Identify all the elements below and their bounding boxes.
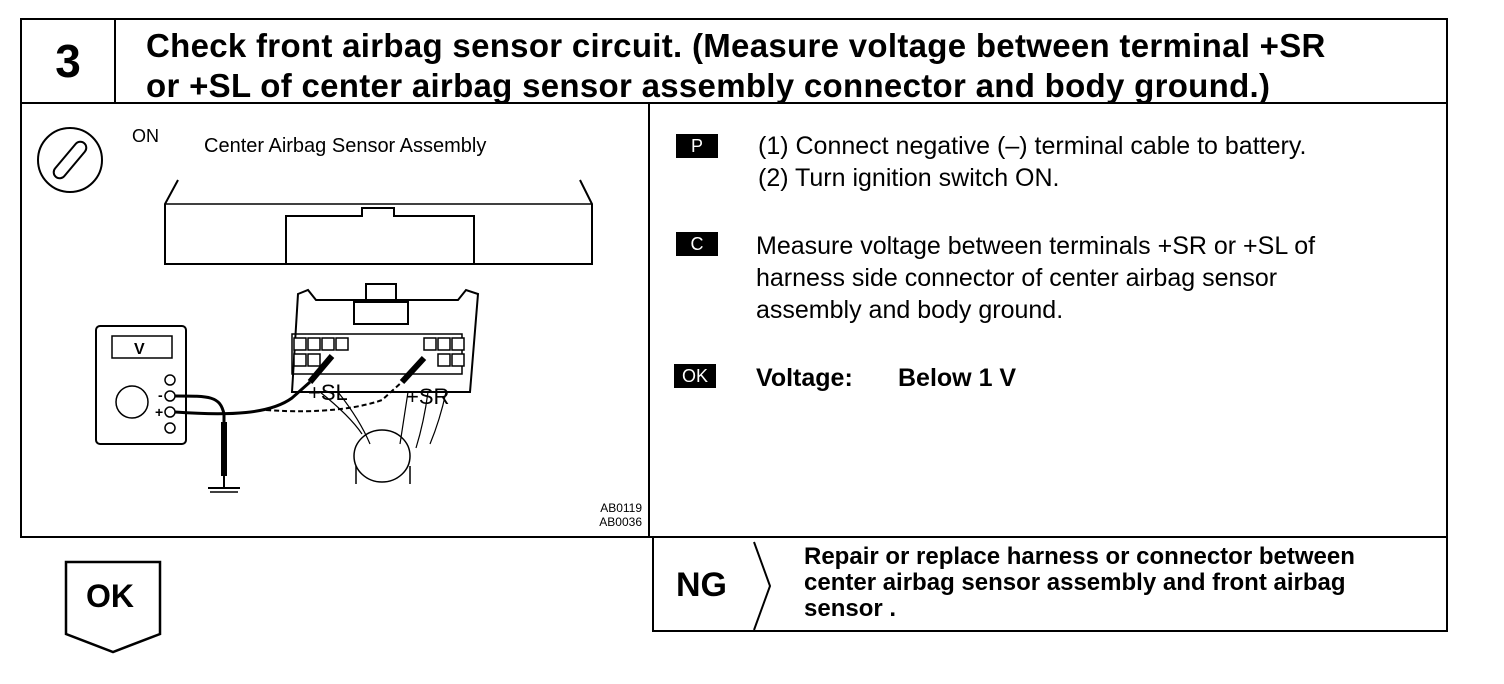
ng-remedy-line-2: center airbag sensor assembly and front …	[804, 569, 1346, 596]
figure-ref-code-1: AB0119	[600, 501, 642, 515]
terminal-sr-label: +SR	[406, 384, 449, 409]
instruction-p-line-2: (2) Turn ignition switch ON.	[758, 164, 1060, 192]
svg-text:-: -	[158, 387, 163, 403]
ng-remedy-text: Repair or replace harness or connector b…	[804, 544, 1424, 622]
step-title: Check front airbag sensor circuit. (Meas…	[146, 26, 1436, 106]
ok-result-arrow	[64, 560, 162, 654]
step-title-line-2: or +SL of center airbag sensor assembly …	[146, 67, 1271, 104]
step-title-line-1: Check front airbag sensor circuit. (Meas…	[146, 27, 1326, 64]
step-number: 3	[20, 18, 116, 104]
ng-result-label: NG	[676, 566, 727, 604]
ng-chevron-icon	[753, 541, 772, 631]
ng-remedy-line-3: sensor .	[804, 595, 897, 622]
svg-text:+: +	[155, 404, 163, 420]
harness-connector-drawing	[290, 283, 480, 484]
ignition-on-label: ON	[132, 126, 159, 146]
title-box	[114, 18, 1448, 104]
tag-c: C	[676, 232, 718, 256]
ok-spec-value: Below 1 V	[898, 364, 1017, 392]
probe-leads	[174, 354, 427, 493]
assembly-label: Center Airbag Sensor Assembly	[204, 135, 486, 157]
step-body-box	[20, 102, 1448, 538]
ng-result-box	[652, 538, 1448, 632]
instruction-c-line-3: assembly and body ground.	[756, 296, 1064, 324]
instruction-p-line-1: (1) Connect negative (–) terminal cable …	[758, 132, 1307, 160]
ok-spec-label: Voltage:	[756, 364, 853, 392]
tag-p: P	[676, 134, 718, 158]
sensor-assembly-drawing	[164, 179, 593, 265]
figure-divider	[648, 104, 650, 538]
instruction-p: (1) Connect negative (–) terminal cable …	[758, 130, 1438, 194]
ng-remedy-line-1: Repair or replace harness or connector b…	[804, 543, 1355, 570]
meter-symbol: V	[134, 341, 145, 358]
tag-ok: OK	[674, 364, 716, 388]
voltmeter-icon: - +	[95, 325, 187, 445]
wiring-illustration: - + ON Center Airbag Sensor Assembly V +…	[37, 126, 642, 529]
instruction-c-line-2: harness side connector of center airbag …	[756, 264, 1278, 292]
instruction-c: Measure voltage between terminals +SR or…	[756, 230, 1422, 326]
instruction-c-line-1: Measure voltage between terminals +SR or…	[756, 232, 1316, 260]
terminal-sl-label: +SL	[308, 380, 348, 405]
figure-ref-code-2: AB0036	[599, 515, 642, 529]
ignition-key-icon	[37, 127, 103, 193]
ok-result-label: OK	[86, 578, 134, 614]
